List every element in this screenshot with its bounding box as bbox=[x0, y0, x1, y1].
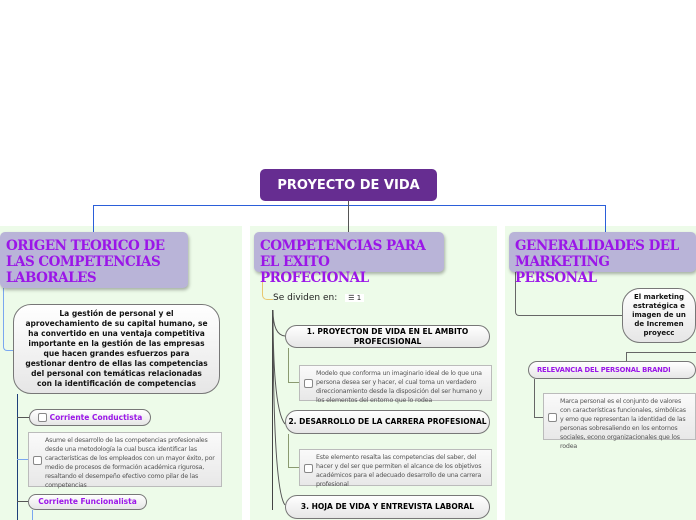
item-relevancia-personal-branding[interactable]: RELEVANCIA DEL PERSONAL BRANDI bbox=[528, 361, 696, 379]
connector bbox=[93, 205, 94, 233]
list-badge[interactable]: ☰ 1 bbox=[345, 294, 365, 302]
connector bbox=[17, 501, 28, 502]
subtitle-se-dividen[interactable]: Se dividen en: ☰ 1 bbox=[273, 293, 365, 303]
note-text: Modelo que conforma un imaginario ideal … bbox=[316, 370, 483, 404]
checkbox-icon[interactable] bbox=[548, 412, 557, 422]
connector bbox=[93, 205, 605, 206]
connector bbox=[17, 394, 18, 520]
connector bbox=[3, 288, 16, 351]
connector bbox=[262, 272, 273, 300]
item-desarrollo-carrera[interactable]: 2. DESARROLLO DE LA CARRERA PROFESIONAL bbox=[285, 410, 490, 434]
item-corriente-conductista[interactable]: Corriente Conductista bbox=[29, 409, 151, 426]
summary-gestion-personal[interactable]: La gestión de personal y el aprovechamie… bbox=[13, 304, 220, 394]
connector bbox=[515, 272, 623, 316]
topic-marketing-personal[interactable]: GENERALIDADES DEL MARKETING PERSONAL bbox=[509, 232, 696, 286]
connector bbox=[32, 510, 33, 520]
item-label: Corriente Conductista bbox=[49, 412, 143, 422]
connector bbox=[17, 459, 28, 460]
note-text: Asume el desarrollo de las competencias … bbox=[45, 437, 215, 489]
list-icon: ☰ bbox=[348, 294, 355, 302]
connector bbox=[288, 434, 300, 468]
summary-marketing[interactable]: El marketing estratégica e imagen de un … bbox=[622, 288, 696, 343]
connector bbox=[17, 417, 29, 418]
item-label: Corriente Funcionalista bbox=[38, 497, 137, 506]
item-hoja-de-vida[interactable]: 3. HOJA DE VIDA Y ENTREVISTA LABORAL bbox=[285, 495, 490, 519]
connector bbox=[348, 200, 349, 233]
checkbox-icon[interactable] bbox=[33, 455, 42, 465]
subtitle-text: Se dividen en: bbox=[273, 293, 338, 303]
connector bbox=[272, 310, 273, 510]
item-proyecton[interactable]: 1. PROYECTON DE VIDA EN EL AMBITO PROFEC… bbox=[285, 325, 490, 348]
note-text: Marca personal es el conjunto de valores… bbox=[560, 398, 686, 450]
connector bbox=[626, 352, 696, 363]
checkbox-icon[interactable] bbox=[37, 413, 47, 422]
item-label: RELEVANCIA DEL PERSONAL BRANDI bbox=[537, 366, 671, 374]
root-node[interactable]: PROYECTO DE VIDA bbox=[260, 169, 437, 201]
list-count: 1 bbox=[356, 294, 362, 302]
connectors-curves bbox=[272, 310, 286, 506]
note-conductista: Asume el desarrollo de las competencias … bbox=[28, 432, 222, 489]
topic-origen-teorico[interactable]: ORIGEN TEORICO DE LAS COMPETENCIAS LABOR… bbox=[0, 232, 188, 288]
note-desarrollo: Este elemento resalta las competencias d… bbox=[299, 449, 492, 488]
checkbox-icon[interactable] bbox=[304, 463, 313, 473]
note-proyecton: Modelo que conforma un imaginario ideal … bbox=[299, 365, 492, 404]
connector bbox=[605, 205, 606, 233]
note-relevancia: Marca personal es el conjunto de valores… bbox=[543, 393, 696, 450]
topic-competencias[interactable]: COMPETENCIAS PARA EL EXITO PROFECIONAL bbox=[254, 232, 444, 286]
item-corriente-funcionalista[interactable]: Corriente Funcionalista bbox=[28, 494, 147, 510]
note-text: Este elemento resalta las competencias d… bbox=[316, 454, 482, 488]
connector bbox=[288, 348, 300, 383]
checkbox-icon[interactable] bbox=[304, 379, 313, 388]
connector bbox=[534, 379, 544, 418]
